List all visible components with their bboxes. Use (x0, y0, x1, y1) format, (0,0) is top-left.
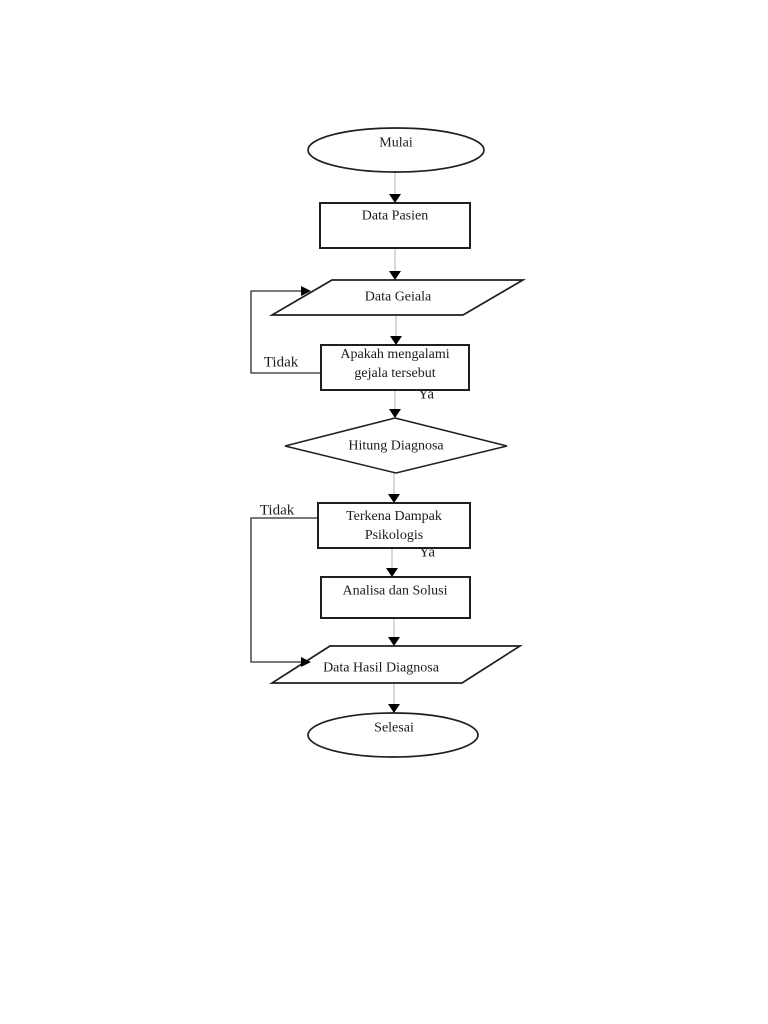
end-terminator-shape (307, 712, 479, 758)
arrowhead-down-icon (389, 271, 401, 280)
node-label-data-pasien: Data Pasien (361, 208, 429, 224)
analisa-process-shape (320, 576, 471, 619)
arrowhead-down-icon (386, 568, 398, 577)
connector-lines (391, 172, 397, 706)
node-label-hitung-diagnosa: Hitung Diagnosa (348, 438, 444, 454)
start-terminator-shape (307, 127, 485, 173)
data-pasien-process-shape (319, 202, 471, 249)
node-label-selesai: Selesai (374, 720, 414, 736)
loop-tidak-to-datahasil (250, 517, 318, 663)
hitung-diagnosa-decision-shape (284, 417, 508, 474)
edge-label-tidak-2: Tidak (259, 502, 295, 519)
arrowhead-right-icon (301, 657, 311, 667)
data-hasil-parallelogram-shape (269, 645, 523, 684)
arrowhead-down-icon (388, 637, 400, 646)
apakah-process-shape (320, 344, 470, 391)
edge-label-ya-1: Ya (418, 386, 434, 403)
node-label-mulai: Mulai (379, 135, 413, 151)
arrowhead-right-icon (301, 286, 311, 296)
node-label-analisa: Analisa dan Solusi (342, 583, 448, 599)
edge-label-tidak-1: Tidak (263, 354, 299, 371)
data-gejala-parallelogram-shape (268, 279, 527, 316)
node-label-data-hasil: Data Hasil Diagnosa (323, 660, 439, 676)
loop-tidak-to-datagejala (250, 290, 321, 374)
arrowhead-down-icon (390, 336, 402, 345)
arrowheads (301, 194, 402, 713)
node-label-terkena: Terkena Dampak Psikologis (346, 509, 442, 543)
node-label-apakah: Apakah mengalami gejala tersebut (340, 347, 450, 381)
node-label-data-gejala: Data Geiala (364, 289, 432, 305)
arrowhead-down-icon (389, 194, 401, 203)
edge-label-ya-2: Ya (419, 544, 435, 561)
arrowhead-down-icon (388, 704, 400, 713)
arrowhead-down-icon (388, 494, 400, 503)
arrowhead-down-icon (389, 409, 401, 418)
